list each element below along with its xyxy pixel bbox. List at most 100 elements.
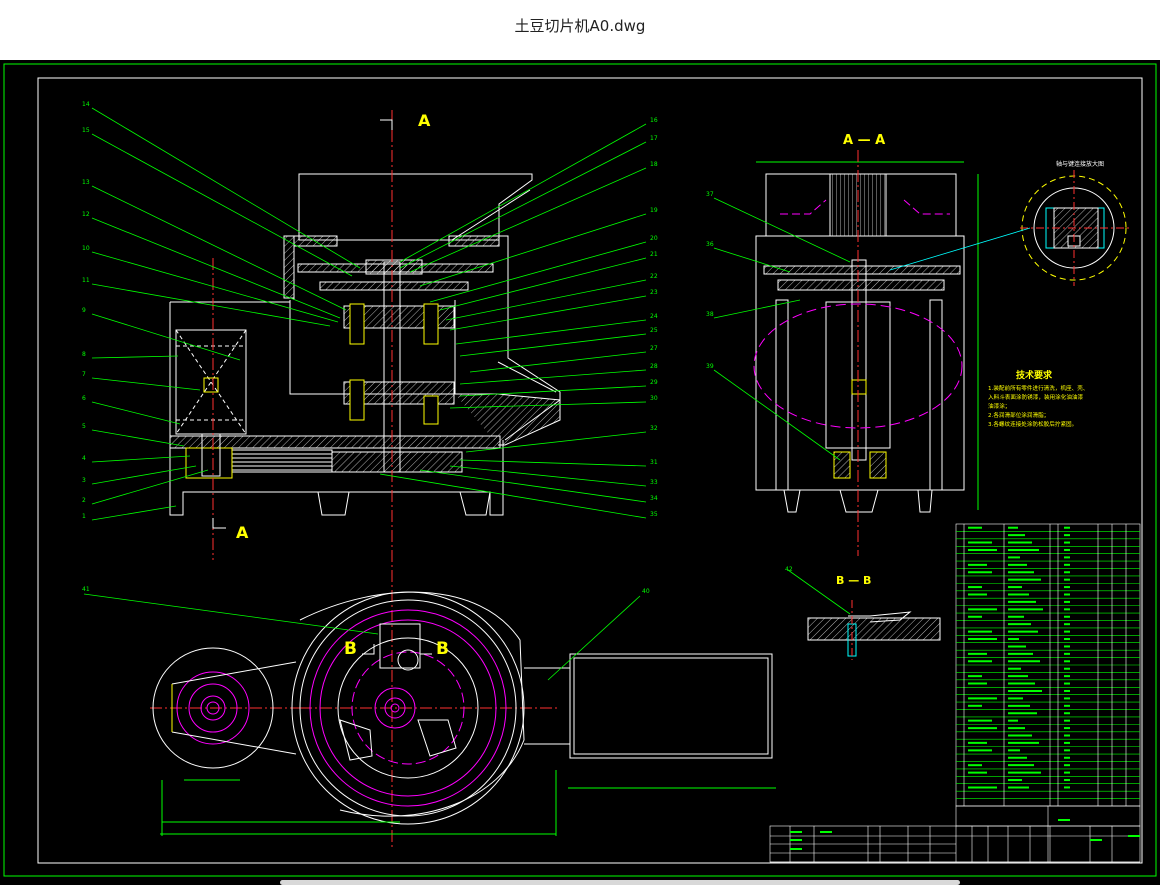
lower-bearing-l <box>349 379 365 421</box>
section-b-label-right: B <box>436 639 449 659</box>
feed-tube-plan <box>379 623 421 669</box>
plan-leaders <box>83 593 641 681</box>
balloon-right-1: 17 <box>650 135 658 142</box>
detail-view <box>889 170 1130 286</box>
blade-slot-2 <box>417 719 457 757</box>
balloon-right-13: 30 <box>650 395 658 402</box>
aa-bearing-r <box>869 451 887 479</box>
notes-line-1: 1.装配前所有零件进行清洗，机座、壳、 <box>988 384 1088 392</box>
plan-view <box>152 591 776 836</box>
balloon-right-17: 34 <box>650 495 658 502</box>
hopper-outline <box>298 173 533 241</box>
aa-section-view <box>753 161 979 513</box>
aa-balloon-labels: 37 36 38 39 <box>706 191 714 370</box>
balloon-right-7: 23 <box>650 289 658 296</box>
balloon-left-9: 6 <box>82 395 86 402</box>
aa-plate <box>777 279 945 291</box>
balloon-left-1: 15 <box>82 127 90 134</box>
section-a-label-top: A <box>418 111 431 130</box>
balloon-left-7: 8 <box>82 351 86 358</box>
plan-dims <box>160 770 776 836</box>
notes-line-4: 2.各润滑部位涂润滑脂； <box>988 411 1049 419</box>
leaders-right <box>379 123 647 519</box>
notes-heading: 技术要求 <box>1016 369 1053 381</box>
aa-wall-right <box>929 299 943 491</box>
belt-lines <box>232 453 332 471</box>
upper-bearing-r <box>423 303 439 345</box>
lower-bearing-r <box>423 395 439 425</box>
parts-list-table <box>955 523 1141 807</box>
balloon-left-13: 2 <box>82 497 86 504</box>
section-aa-label: A — A <box>843 133 885 148</box>
disc-support <box>319 281 469 291</box>
base-feet <box>317 491 491 516</box>
technical-notes: 技术要求 1.装配前所有零件进行清洗，机座、壳、 入料斗表面涂防锈漆，装用涂化油… <box>988 369 1088 428</box>
balloon-right-8: 24 <box>650 313 658 320</box>
balloon-right-15: 31 <box>650 459 658 466</box>
aa-disc <box>763 265 961 275</box>
notes-line-3: 油漆涂； <box>988 402 1010 410</box>
aa-feet <box>783 489 933 513</box>
balloon-left-3: 12 <box>82 211 90 218</box>
chute-side <box>497 361 557 393</box>
aa-pulley-dash <box>753 303 963 429</box>
hopper-chute <box>451 189 531 241</box>
aa-bearing-l <box>833 451 851 479</box>
balloon-right-14: 32 <box>650 425 658 432</box>
balloon-right-18: 35 <box>650 511 658 518</box>
upper-bearing-l <box>349 303 365 345</box>
housing-wall-left <box>283 235 295 299</box>
outer-border <box>3 63 1157 877</box>
balloon-right-3: 19 <box>650 207 658 214</box>
balloon-left-4: 10 <box>82 245 90 252</box>
horizontal-scrollbar[interactable] <box>280 880 960 885</box>
window-titlebar: 土豆切片机A0.dwg <box>0 0 1160 60</box>
blade-slot-1 <box>339 719 373 761</box>
section-a-label-bottom: A <box>236 523 249 542</box>
notes-line-5: 3.各螺纹连接处涂防松胶后拧紧固。 <box>988 420 1077 428</box>
aa-balloon-2: 38 <box>706 311 714 318</box>
balloon-left-5: 11 <box>82 277 90 284</box>
balloon-left-0: 14 <box>82 101 90 108</box>
driven-pulley <box>331 451 463 473</box>
section-b-label-left: B <box>344 639 357 659</box>
base-frame <box>169 301 504 516</box>
plan-balloon-40: 40 <box>642 588 650 595</box>
aa-shaft <box>851 259 867 461</box>
chute-plan <box>569 653 773 759</box>
aa-bottom <box>839 489 879 513</box>
centerlines-front <box>150 110 560 850</box>
balloon-left-10: 5 <box>82 423 86 430</box>
balloon-left-6: 9 <box>82 307 86 314</box>
balloon-right-9: 25 <box>650 327 658 334</box>
bb-section-view <box>787 569 941 660</box>
balloon-right-4: 20 <box>650 235 658 242</box>
aa-balloon-0: 37 <box>706 191 714 198</box>
balloon-right-10: 27 <box>650 345 658 352</box>
aa-leaders <box>713 197 851 461</box>
bb-balloon: 42 <box>785 566 793 573</box>
motor-x <box>175 329 247 435</box>
balloon-right-11: 28 <box>650 363 658 370</box>
balloon-left-14: 1 <box>82 513 86 520</box>
notes-line-2: 入料斗表面涂防锈漆，装用涂化油油漆 <box>988 393 1084 401</box>
belt-pulley <box>231 449 333 473</box>
balloon-left-8: 7 <box>82 371 86 378</box>
front-section-view <box>169 173 561 516</box>
title-block <box>769 805 1141 863</box>
motor-pulley-plan <box>152 647 274 769</box>
balloon-left-12: 3 <box>82 477 86 484</box>
balloon-left-2: 13 <box>82 179 90 186</box>
aa-balloon-3: 39 <box>706 363 714 370</box>
motor-shaft <box>201 433 221 477</box>
motor-pulley <box>185 447 233 479</box>
aa-balloon-1: 36 <box>706 241 714 248</box>
motor-hub <box>203 377 219 393</box>
file-title: 土豆切片机A0.dwg <box>514 17 646 35</box>
detail-title: 轴与键连接放大图 <box>1056 160 1104 168</box>
balloon-right-12: 29 <box>650 379 658 386</box>
